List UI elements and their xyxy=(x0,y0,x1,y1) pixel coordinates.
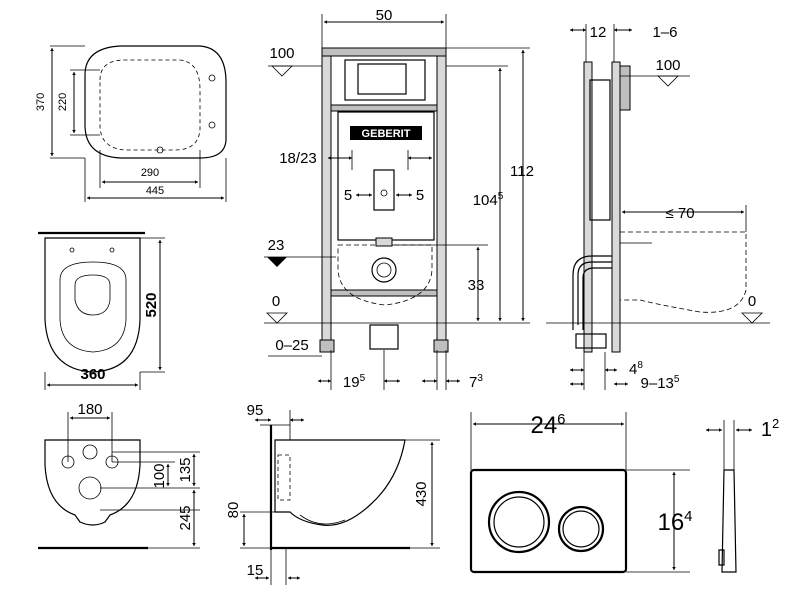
flush-plate-view: 246 164 12 xyxy=(469,411,779,574)
dim-0-25-label: 0–25 xyxy=(275,337,308,354)
dim-245-label: 245 xyxy=(177,505,194,530)
dim-16-4-label: 164 xyxy=(657,508,692,536)
dim-7-3-label: 73 xyxy=(469,373,483,391)
brand-label: GEBERIT xyxy=(362,128,411,140)
dim-19-5-label: 195 xyxy=(343,373,366,391)
side-level-0-label: 0 xyxy=(748,293,756,310)
dim-15-label: 15 xyxy=(247,562,264,579)
dim-4-8-label: 48 xyxy=(629,360,643,378)
dim-112-label: 112 xyxy=(510,163,534,180)
dim-12-label: 12 xyxy=(590,24,607,41)
dim-80-label: 80 xyxy=(225,502,242,519)
dim-100-label: 100 xyxy=(151,463,168,488)
dim-50-label: 50 xyxy=(376,7,393,24)
dim-220-label: 220 xyxy=(57,93,69,111)
bowl-front-view: 180 100 135 245 xyxy=(38,401,200,550)
bowl-side-view: 95 80 15 430 xyxy=(225,402,440,585)
side-level-100-label: 100 xyxy=(655,57,680,74)
dim-290-label: 290 xyxy=(141,167,159,179)
dim-180-label: 180 xyxy=(77,401,102,418)
frame-side-view: 12 1–6 100 ≤ 70 0 48 9–135 xyxy=(546,24,770,392)
dim-33-label: 33 xyxy=(468,277,485,294)
dim-5-left-label: 5 xyxy=(344,187,352,204)
dim-1-6-label: 1–6 xyxy=(652,24,677,41)
dim-1-2-label: 12 xyxy=(761,416,779,441)
seat-top-view: 370 220 290 445 xyxy=(35,45,227,202)
seat-front-view: 520 360 xyxy=(38,231,165,390)
dim-520-label: 520 xyxy=(143,292,160,317)
dim-95-label: 95 xyxy=(247,402,264,419)
dim-104-5-label: 1045 xyxy=(473,191,504,209)
level-23-label: 23 xyxy=(268,237,285,254)
dim-370-label: 370 xyxy=(35,93,47,111)
dim-24-6-label: 246 xyxy=(530,411,565,439)
dim-135-label: 135 xyxy=(177,457,194,482)
dim-430-label: 430 xyxy=(413,481,430,506)
dim-le-70-label: ≤ 70 xyxy=(665,205,694,222)
dim-360-label: 360 xyxy=(80,366,105,383)
level-100-label: 100 xyxy=(269,45,294,62)
dim-5-right-label: 5 xyxy=(416,187,424,204)
dim-9-13-5-label: 9–135 xyxy=(641,374,680,392)
dim-445-label: 445 xyxy=(146,185,164,197)
frame-front-view: 50 GEBERIT 100 18/23 5 5 xyxy=(264,7,534,391)
dim-18-23-label: 18/23 xyxy=(279,150,317,167)
level-0-label: 0 xyxy=(272,293,280,310)
